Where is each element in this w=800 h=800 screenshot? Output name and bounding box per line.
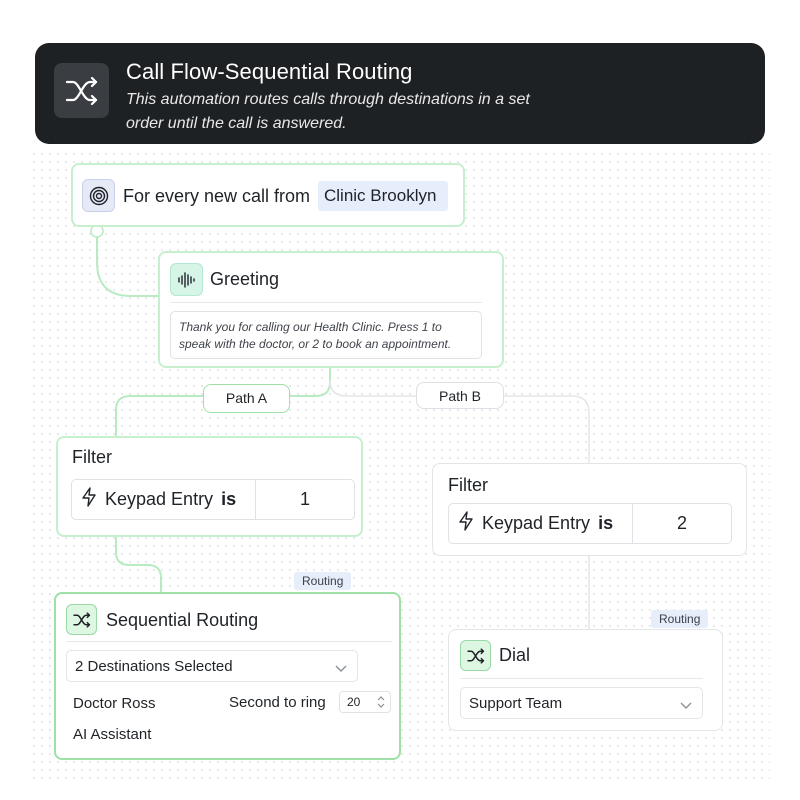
filter-a-condition[interactable]: Keypad Entry is 1 — [71, 479, 355, 520]
path-b-label[interactable]: Path B — [416, 382, 504, 409]
filter-b-operator: is — [598, 513, 614, 533]
page-title: Call Flow-Sequential Routing — [126, 59, 413, 84]
trigger-card[interactable]: For every new call from Clinic Brooklyn — [71, 163, 465, 227]
filter-a-title: Filter — [72, 447, 112, 467]
path-a-label[interactable]: Path A — [203, 384, 290, 413]
filter-b-card[interactable]: Filter Keypad Entry is 2 — [432, 463, 747, 556]
filter-a-field: Keypad Entry — [105, 489, 214, 509]
shuffle-icon — [66, 604, 97, 635]
destination-item: Doctor Ross — [73, 695, 156, 712]
sequential-divider — [66, 641, 392, 642]
ring-seconds-stepper[interactable]: 20 — [339, 691, 391, 713]
dial-divider — [460, 678, 703, 679]
page-description: This automation routes calls through des… — [126, 91, 530, 132]
greeting-card[interactable]: Greeting Thank you for calling our Healt… — [158, 251, 504, 368]
target-icon — [82, 179, 115, 212]
filter-b-title: Filter — [448, 475, 488, 495]
destination-item: AI Assistant — [73, 726, 152, 743]
shuffle-icon — [54, 63, 109, 118]
ring-seconds-value: 20 — [347, 695, 361, 709]
dial-card[interactable]: Dial Support Team — [448, 629, 723, 731]
dial-target-select[interactable]: Support Team — [460, 687, 703, 719]
filter-b-condition[interactable]: Keypad Entry is 2 — [448, 503, 732, 544]
trigger-source-chip[interactable]: Clinic Brooklyn — [318, 181, 448, 211]
greeting-divider — [170, 302, 482, 303]
audio-wave-icon — [170, 263, 203, 296]
filter-b-field: Keypad Entry — [482, 513, 591, 533]
dial-routing-tag: Routing — [651, 610, 709, 628]
chevron-down-icon — [335, 660, 347, 677]
sequential-routing-tag: Routing — [294, 572, 352, 590]
filter-a-card[interactable]: Filter Keypad Entry is 1 — [56, 436, 363, 537]
dial-title: Dial — [499, 645, 531, 665]
lightning-icon — [458, 511, 474, 536]
shuffle-icon — [460, 640, 491, 671]
filter-a-operator: is — [221, 489, 237, 509]
lightning-icon — [81, 487, 97, 512]
destinations-select[interactable]: 2 Destinations Selected — [66, 650, 358, 682]
filter-b-value[interactable]: 2 — [676, 513, 687, 533]
ring-label: Second to ring — [229, 694, 326, 711]
sequential-routing-card[interactable]: Sequential Routing 2 Destinations Select… — [54, 592, 401, 760]
dial-target-value: Support Team — [469, 694, 563, 712]
greeting-message[interactable]: Thank you for calling our Health Clinic.… — [170, 311, 482, 359]
trigger-label: For every new call from — [123, 186, 311, 206]
stepper-arrows-icon[interactable] — [377, 695, 385, 712]
chevron-down-icon — [680, 697, 692, 714]
flow-header: Call Flow-Sequential Routing This automa… — [35, 43, 765, 144]
filter-a-value[interactable]: 1 — [299, 489, 310, 509]
destinations-select-value: 2 Destinations Selected — [75, 657, 233, 675]
greeting-title: Greeting — [210, 269, 280, 289]
sequential-routing-title: Sequential Routing — [106, 610, 259, 630]
